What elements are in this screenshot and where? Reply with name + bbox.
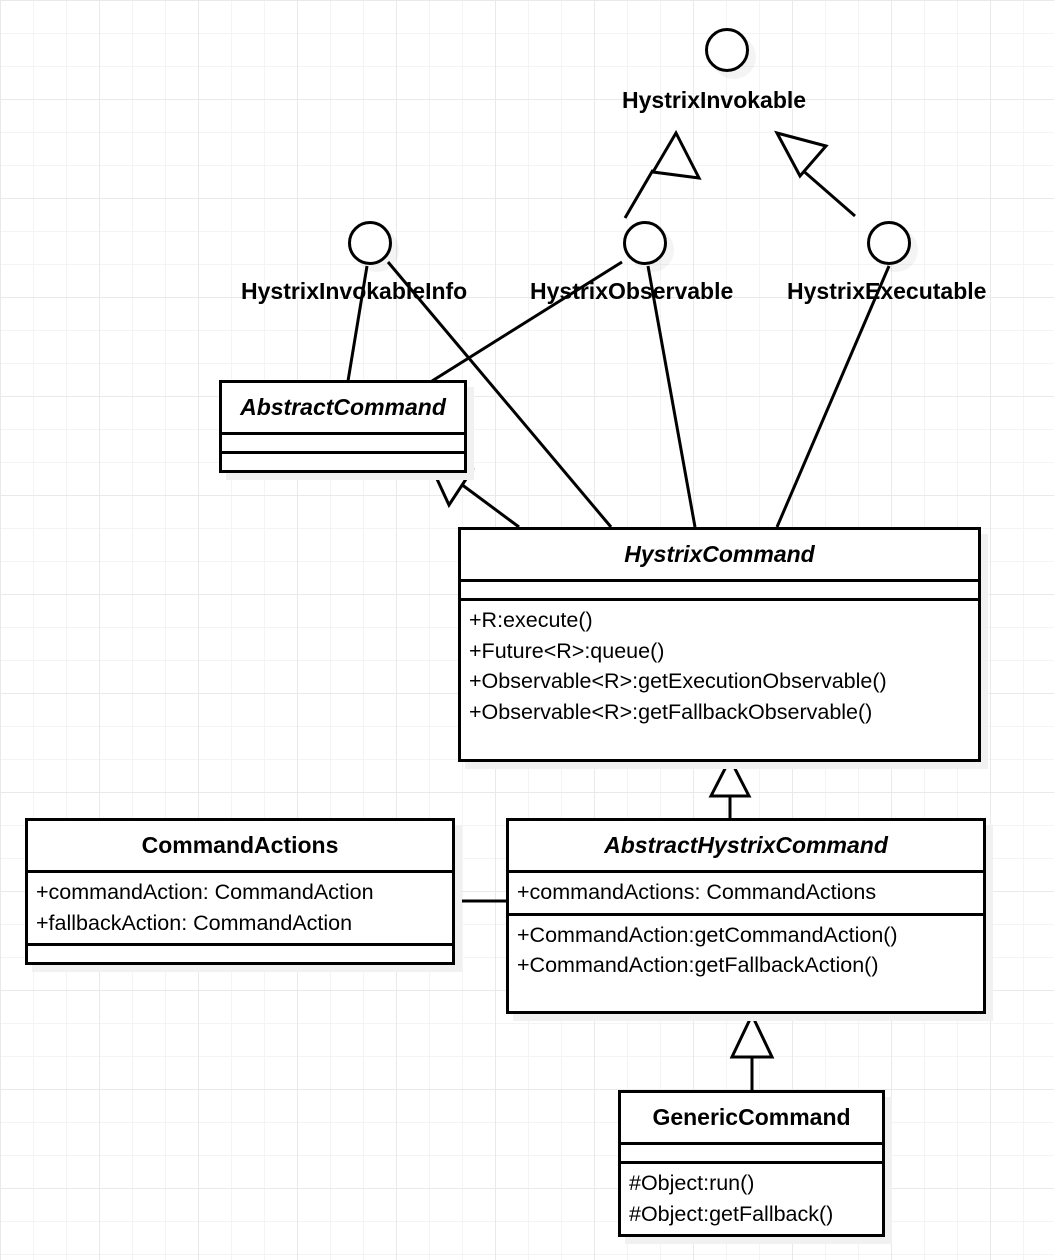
class-name-abstract-command: AbstractCommand <box>240 394 446 420</box>
edge-genericcommand-to-abstracthystrixcommand <box>729 1011 775 1090</box>
edge-abstractcommand-to-invokableinfo <box>346 265 369 382</box>
attribute-row: +commandAction: CommandAction <box>36 880 374 905</box>
operation-row: #Object:run() <box>629 1171 755 1196</box>
attribute-row: +commandActions: CommandActions <box>517 880 877 905</box>
edge-abstractcommand-to-observable <box>431 260 623 383</box>
class-name-generic-command: GenericCommand <box>652 1104 851 1130</box>
attributes-compartment-abstract-hystrix-command: +commandActions: CommandActions <box>509 873 983 913</box>
class-name-command-actions: CommandActions <box>141 832 339 858</box>
edge-abstracthystrixcommand-to-hystrixcommand <box>708 755 752 818</box>
compartment-separator <box>222 432 464 436</box>
compartment-separator <box>509 870 983 874</box>
compartment-separator <box>461 579 978 583</box>
edge-executable-to-invokable <box>774 130 856 218</box>
operation-row: +CommandAction:getCommandAction() <box>517 922 898 947</box>
class-box-hystrix-command[interactable]: HystrixCommand +R:execute() +Future<R>:q… <box>458 527 981 763</box>
interface-label-hystrix-invokable: HystrixInvokable <box>622 87 807 113</box>
compartment-separator <box>461 598 978 602</box>
attribute-row: +fallbackAction: CommandAction <box>36 910 353 935</box>
attributes-compartment-hystrix-command <box>461 582 978 598</box>
compartment-separator <box>28 943 452 947</box>
interface-label-hystrix-executable: HystrixExecutable <box>787 278 987 304</box>
operations-compartment-abstract-command <box>222 454 464 470</box>
operations-compartment-hystrix-command: +R:execute() +Future<R>:queue() +Observa… <box>461 601 978 759</box>
class-box-abstract-command[interactable]: AbstractCommand <box>219 380 467 474</box>
compartment-separator <box>28 870 452 874</box>
compartment-separator <box>621 1161 882 1165</box>
compartment-separator <box>621 1142 882 1146</box>
interface-circle-icon <box>623 221 667 265</box>
edge-hystrixcommand-to-observable <box>646 265 697 528</box>
attributes-compartment-command-actions: +commandAction: CommandAction +fallbackA… <box>28 873 452 943</box>
compartment-separator <box>222 451 464 455</box>
interface-circle-icon <box>705 28 749 72</box>
attributes-compartment-generic-command <box>621 1145 882 1161</box>
operations-compartment-command-actions <box>28 946 452 962</box>
class-box-generic-command[interactable]: GenericCommand #Object:run() #Object:get… <box>618 1090 885 1238</box>
edge-hystrixcommand-to-executable <box>775 265 891 528</box>
class-box-command-actions[interactable]: CommandActions +commandAction: CommandAc… <box>25 818 455 966</box>
compartment-separator <box>509 912 983 916</box>
interface-label-hystrix-observable: HystrixObservable <box>530 278 734 304</box>
operation-row: #Object:getFallback() <box>629 1201 834 1226</box>
operation-row: +Observable<R>:getFallbackObservable() <box>469 699 873 724</box>
class-name-hystrix-command: HystrixCommand <box>624 541 815 567</box>
edge-hystrixcommand-to-invokableinfo <box>386 261 613 528</box>
interface-label-hystrix-invokable-info: HystrixInvokableInfo <box>241 278 468 304</box>
interface-circle-icon <box>867 221 911 265</box>
class-box-abstract-hystrix-command[interactable]: AbstractHystrixCommand +commandActions: … <box>506 818 986 1014</box>
attributes-compartment-abstract-command <box>222 435 464 451</box>
edge-invokableinfo-to-invokable <box>623 129 702 219</box>
operation-row: +Observable<R>:getExecutionObservable() <box>469 669 887 694</box>
operation-row: +R:execute() <box>469 608 593 633</box>
edge-hystrixcommand-to-abstractcommand <box>428 464 520 529</box>
class-name-abstract-hystrix-command: AbstractHystrixCommand <box>604 832 888 858</box>
operation-row: +Future<R>:queue() <box>469 638 665 663</box>
interface-circle-icon <box>348 221 392 265</box>
operations-compartment-abstract-hystrix-command: +CommandAction:getCommandAction() +Comma… <box>509 916 983 1011</box>
operations-compartment-generic-command: #Object:run() #Object:getFallback() <box>621 1164 882 1234</box>
operation-row: +CommandAction:getFallbackAction() <box>517 953 879 978</box>
